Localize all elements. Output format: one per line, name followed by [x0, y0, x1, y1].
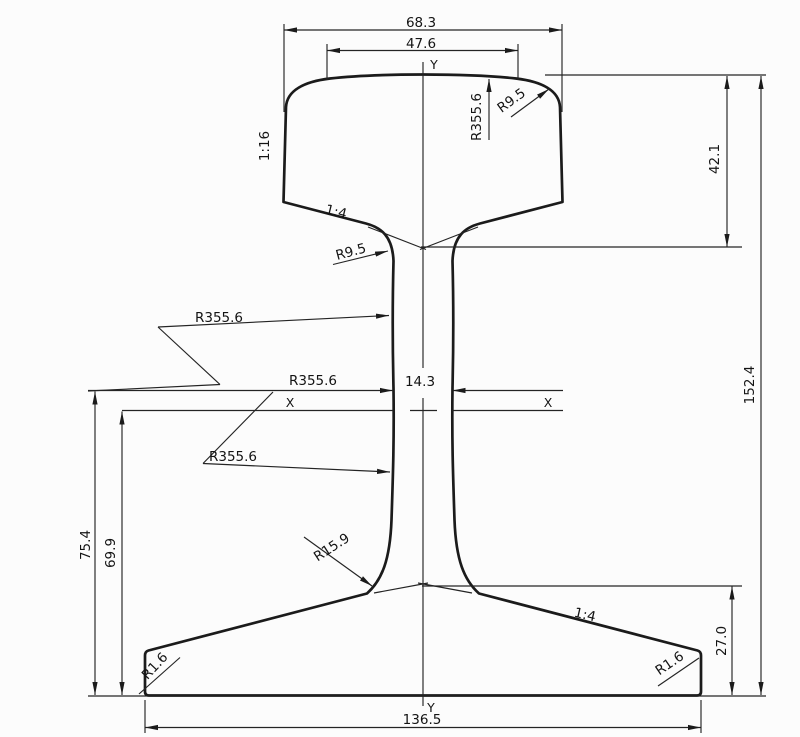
dim-waist-to-base-label: 75.4 — [78, 530, 94, 560]
dim-head-depth-label: 42.1 — [707, 144, 723, 174]
dim-total-height-label: 152.4 — [742, 366, 758, 405]
zigzag-line — [157, 326, 221, 385]
construction-line — [417, 582, 473, 594]
dim-web-thickness: 14.3 — [88, 374, 563, 394]
foot-slope-label: 1:4 — [573, 605, 598, 625]
dim-total-height: 152.4 — [545, 74, 766, 695]
head-web-fillet-label: R9.5 — [334, 240, 368, 263]
axis-label-x-left: X — [286, 395, 295, 410]
dim-head-width: 68.3 — [283, 15, 563, 112]
callout-web-radius-upper: R355.6 — [87, 310, 390, 392]
dim-foot-width-label: 136.5 — [403, 712, 442, 728]
foot-corner-left-label: R1.6 — [139, 650, 172, 683]
head-corner-radius-label: R9.5 — [494, 85, 528, 116]
head-underside-slope-label: 1:4 — [323, 202, 348, 223]
callout-head-web-fillet: R9.5 — [332, 240, 389, 266]
axis-label-y-bottom: Y — [426, 700, 435, 715]
callout-head-corner-radius: R9.5 — [494, 85, 550, 118]
centerlines: Y Y X X — [122, 57, 563, 715]
leader-line — [332, 250, 389, 266]
crown-radius-label: R355.6 — [469, 93, 485, 141]
zigzag-line — [87, 383, 221, 392]
construction-line — [419, 226, 479, 251]
dim-crown-width: 47.6 — [326, 36, 519, 80]
leader-line — [138, 657, 181, 695]
web-radius-lower-label: R355.6 — [209, 449, 257, 465]
web-foot-fillet-label: R15.9 — [311, 530, 353, 565]
head-side-slope-label: 1:16 — [257, 131, 273, 161]
dim-axis-to-base-label: 69.9 — [103, 538, 119, 568]
leader-line — [510, 88, 550, 118]
web-radius-upper-label: R355.6 — [195, 310, 243, 326]
dim-crown-width-label: 47.6 — [406, 36, 436, 52]
axis-label-x-right: X — [544, 395, 553, 410]
web-radius-mid-label: R355.6 — [289, 373, 337, 389]
leader-line — [303, 536, 373, 587]
axis-label-y-top: Y — [429, 57, 438, 72]
callout-web-foot-fillet: R15.9 — [303, 530, 373, 587]
dim-waist-to-base: 75.4 — [78, 391, 98, 695]
construction-lines — [88, 226, 766, 697]
callout-web-radius-lower: R355.6 — [202, 391, 391, 475]
dim-head-width-label: 68.3 — [406, 15, 436, 31]
dim-foot-width: 136.5 — [144, 700, 702, 733]
leader-line — [657, 657, 700, 687]
callout-foot-corner-right: R1.6 — [652, 648, 700, 687]
dim-axis-to-base: 69.9 — [103, 411, 125, 695]
dim-head-depth: 42.1 — [421, 76, 742, 248]
dim-web-thickness-label: 14.3 — [405, 374, 435, 390]
construction-line — [367, 226, 427, 251]
foot-corner-right-label: R1.6 — [652, 648, 687, 679]
zigzag-line — [202, 391, 274, 464]
callout-crown-radius: R355.6 — [469, 79, 492, 141]
leader-line — [157, 313, 390, 328]
construction-line — [373, 582, 429, 594]
leader-line — [202, 462, 391, 475]
dim-foot-edge-height-label: 27.0 — [714, 626, 730, 656]
dim-foot-edge-height: 27.0 — [422, 585, 742, 695]
